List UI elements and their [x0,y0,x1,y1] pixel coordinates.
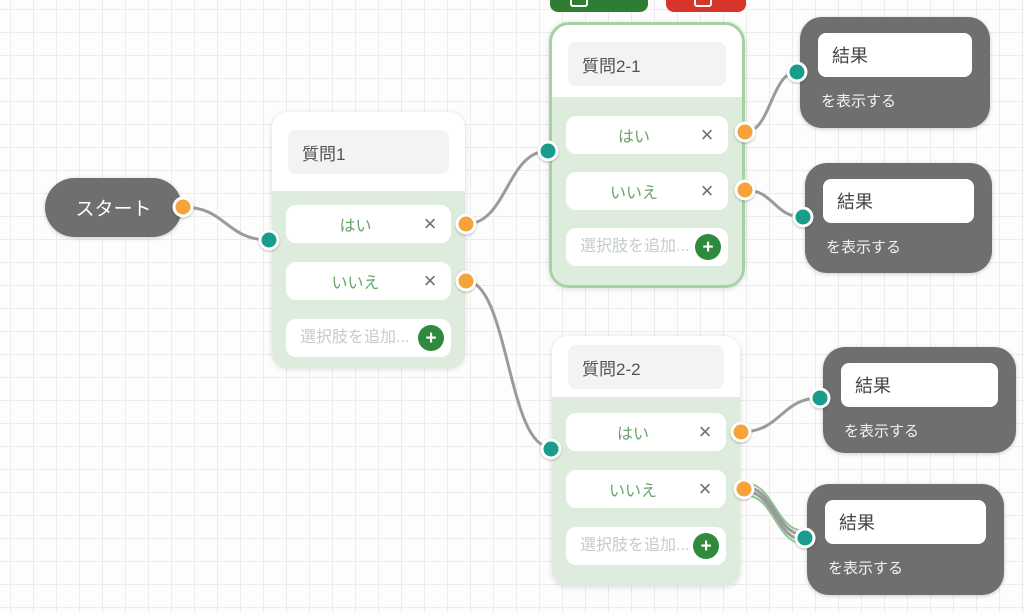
question2-2-option-no-row: × [566,470,726,508]
remove-option-icon[interactable]: × [690,478,720,500]
result4-title-input[interactable] [825,500,986,544]
start-node[interactable]: スタート [45,178,182,237]
question1-add-option-row: + [286,319,451,357]
question2-2-option-yes-input[interactable] [576,422,690,442]
question1-target-handle[interactable] [258,229,280,251]
question2-2-no-source-handle[interactable] [733,478,755,500]
result3-target-handle[interactable] [809,387,831,409]
question2-2-node[interactable]: × × + [552,336,740,586]
remove-option-icon[interactable]: × [415,213,445,235]
remove-option-icon[interactable]: × [692,180,722,202]
result4-node[interactable]: を表示する [807,484,1004,595]
result1-target-handle[interactable] [786,61,808,83]
start-source-handle[interactable] [172,196,194,218]
question2-1-options-section: × × + [552,97,742,285]
question2-2-options-section: × × + [552,397,740,586]
add-option-icon[interactable]: + [693,533,719,559]
question1-option-no-input[interactable] [296,271,415,291]
result1-subtitle: を表示する [821,93,897,110]
save-icon [570,0,588,7]
edge-start-question1[interactable] [181,205,271,242]
trash-icon [694,0,712,7]
result2-title-input[interactable] [823,179,974,223]
question1-option-yes-input[interactable] [296,214,415,234]
question1-add-option-input[interactable] [298,328,418,348]
question2-2-header [552,336,740,389]
result3-title-input[interactable] [841,363,998,407]
result1-title-input[interactable] [818,33,972,77]
question2-1-option-yes-input[interactable] [576,125,692,145]
question2-2-target-handle[interactable] [540,438,562,460]
question2-1-add-option-input[interactable] [578,237,695,257]
remove-option-icon[interactable]: × [692,124,722,146]
question2-1-yes-source-handle[interactable] [734,121,756,143]
add-option-icon[interactable]: + [695,234,721,260]
question2-1-title-input[interactable] [568,42,726,86]
add-option-icon[interactable]: + [418,325,444,351]
result1-node[interactable]: を表示する [800,17,990,128]
result2-target-handle[interactable] [792,206,814,228]
question2-1-option-yes-row: × [566,116,728,154]
question2-2-add-option-row: + [566,527,726,565]
edge-question2-2-yes-result3[interactable] [739,396,822,434]
result3-node[interactable]: を表示する [823,347,1016,453]
save-button[interactable] [550,0,648,12]
question1-options-section: × × + [272,191,465,368]
question1-option-no-row: × [286,262,451,300]
question2-2-option-no-input[interactable] [576,479,690,499]
edge-question1-yes-question2-1[interactable] [464,149,550,226]
remove-option-icon[interactable]: × [415,270,445,292]
question2-1-no-source-handle[interactable] [734,179,756,201]
question1-node[interactable]: × × + [272,112,465,368]
question2-1-add-option-row: + [566,228,728,266]
question1-title-input[interactable] [288,130,449,174]
result2-node[interactable]: を表示する [805,163,992,273]
question2-2-option-yes-row: × [566,413,726,451]
question2-1-option-no-input[interactable] [576,181,692,201]
remove-option-icon[interactable]: × [690,421,720,443]
result2-subtitle: を表示する [826,239,902,256]
question1-no-source-handle[interactable] [455,270,477,292]
edge-question1-no-question2-2[interactable] [464,279,552,449]
result4-target-handle[interactable] [794,527,816,549]
question2-1-option-no-row: × [566,172,728,210]
question1-option-yes-row: × [286,205,451,243]
question1-header [272,112,465,174]
question1-yes-source-handle[interactable] [455,213,477,235]
edge-question2-1-yes-result1[interactable] [743,70,799,134]
start-node-label: スタート [75,199,152,220]
question2-2-add-option-input[interactable] [578,536,693,556]
result3-subtitle: を表示する [844,423,920,440]
result4-subtitle: を表示する [828,560,904,577]
question2-2-yes-source-handle[interactable] [730,421,752,443]
question2-1-node[interactable]: × × + [549,22,745,288]
question2-1-header [552,25,742,86]
question2-2-title-input[interactable] [568,345,724,389]
question2-1-target-handle[interactable] [537,140,559,162]
delete-button[interactable] [666,0,746,12]
